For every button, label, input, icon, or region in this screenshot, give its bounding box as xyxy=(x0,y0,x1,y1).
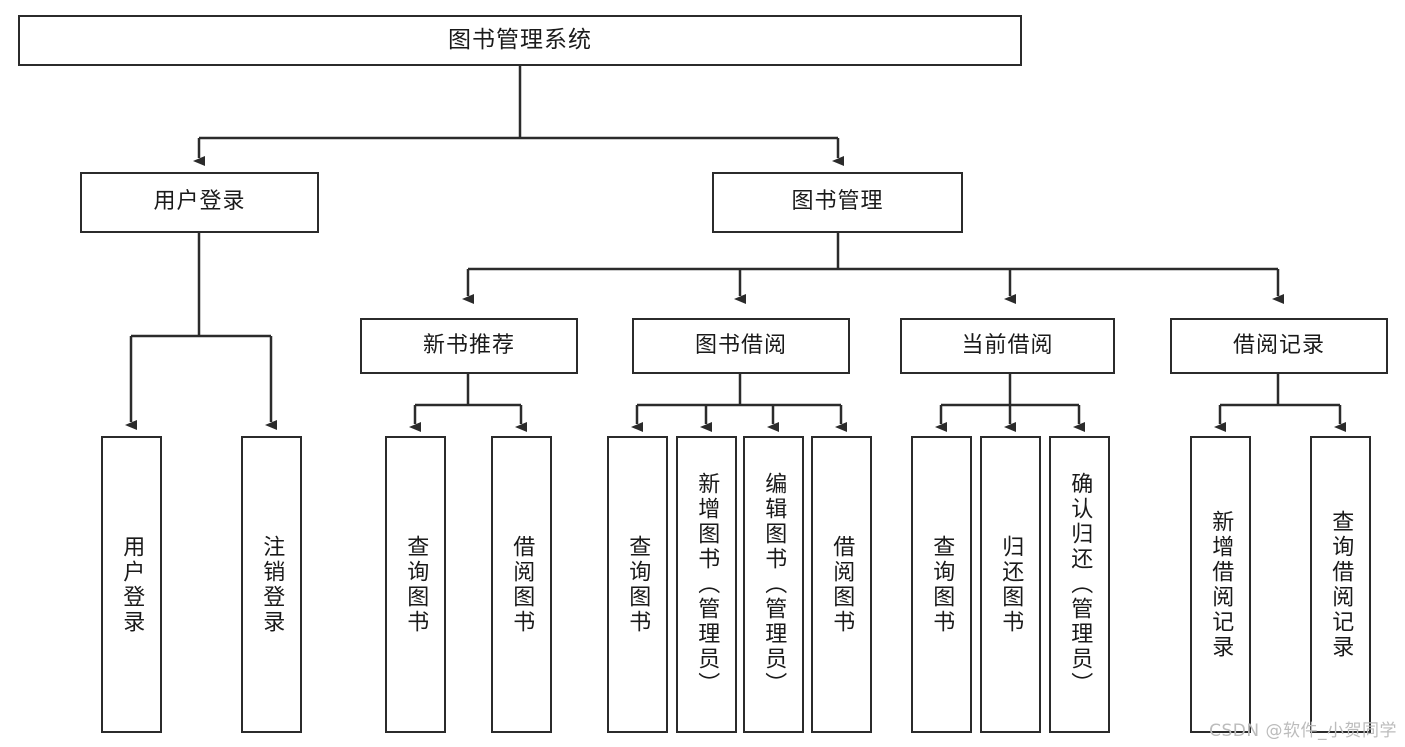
node-label: 借阅记录 xyxy=(1232,332,1325,358)
node-root-system[interactable]: 图书管理系统 xyxy=(18,15,1022,66)
node-label: 查询借阅记录 xyxy=(1328,509,1354,660)
node-label: 查询图书 xyxy=(403,534,429,635)
leaf-query-book-new[interactable]: 查询图书 xyxy=(385,436,446,733)
node-label: 图书管理系统 xyxy=(448,26,592,53)
node-book-management[interactable]: 图书管理 xyxy=(712,172,963,233)
node-book-borrow[interactable]: 图书借阅 xyxy=(632,318,850,374)
leaf-query-book-borrow[interactable]: 查询图书 xyxy=(607,436,668,733)
leaf-user-login[interactable]: 用户登录 xyxy=(101,436,162,733)
leaf-edit-book-admin[interactable]: 编辑图书（管理员） xyxy=(743,436,804,733)
node-label: 归还图书 xyxy=(998,534,1024,635)
leaf-add-book-admin[interactable]: 新增图书（管理员） xyxy=(676,436,737,733)
node-label: 新增图书（管理员） xyxy=(694,472,720,697)
node-label: 查询图书 xyxy=(929,534,955,635)
node-borrow-record[interactable]: 借阅记录 xyxy=(1170,318,1388,374)
leaf-confirm-return-admin[interactable]: 确认归还（管理员） xyxy=(1049,436,1110,733)
node-label: 编辑图书（管理员） xyxy=(761,472,787,697)
node-label: 确认归还（管理员） xyxy=(1067,472,1093,697)
node-label: 借阅图书 xyxy=(829,534,855,635)
leaf-query-book-current[interactable]: 查询图书 xyxy=(911,436,972,733)
leaf-add-borrow-record[interactable]: 新增借阅记录 xyxy=(1190,436,1251,733)
node-label: 查询图书 xyxy=(625,534,651,635)
node-user-login[interactable]: 用户登录 xyxy=(80,172,319,233)
watermark: CSDN @软件_小贺同学 xyxy=(1209,721,1397,741)
node-label: 注销登录 xyxy=(259,534,285,635)
leaf-borrow-book[interactable]: 借阅图书 xyxy=(811,436,872,733)
node-label: 新增借阅记录 xyxy=(1208,509,1234,660)
node-label: 图书借阅 xyxy=(694,332,787,358)
node-label: 借阅图书 xyxy=(509,534,535,635)
leaf-return-book[interactable]: 归还图书 xyxy=(980,436,1041,733)
node-new-book-recommend[interactable]: 新书推荐 xyxy=(360,318,578,374)
leaf-borrow-book-new[interactable]: 借阅图书 xyxy=(491,436,552,733)
node-label: 图书管理 xyxy=(791,189,884,215)
node-label: 用户登录 xyxy=(153,189,246,215)
node-label: 新书推荐 xyxy=(422,332,515,358)
leaf-logout[interactable]: 注销登录 xyxy=(241,436,302,733)
node-label: 当前借阅 xyxy=(961,332,1054,358)
leaf-query-borrow-record[interactable]: 查询借阅记录 xyxy=(1310,436,1371,733)
node-current-borrow[interactable]: 当前借阅 xyxy=(900,318,1115,374)
node-label: 用户登录 xyxy=(119,534,145,635)
